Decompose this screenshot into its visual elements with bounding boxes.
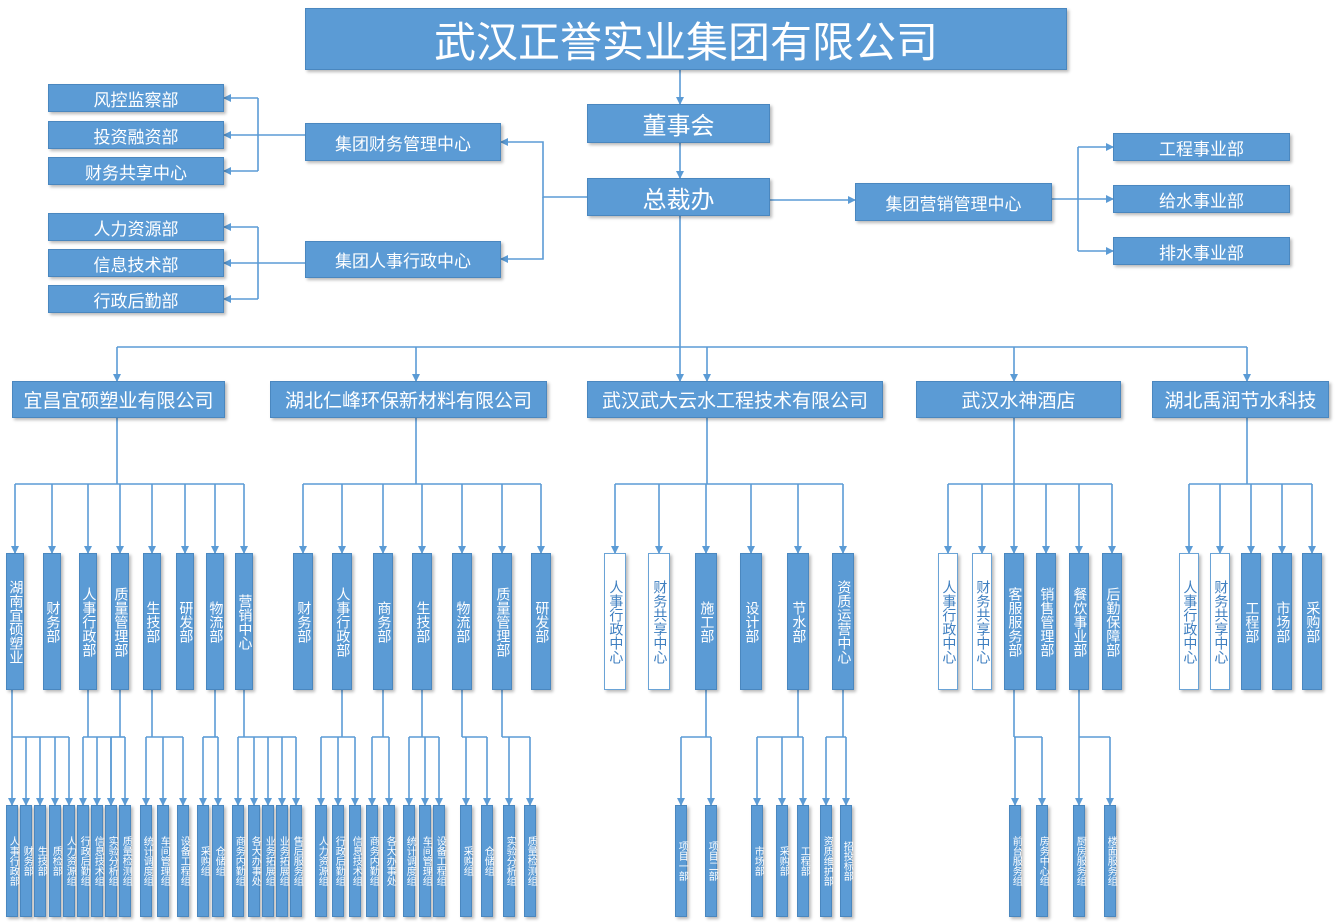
department-box: 设计部 (740, 553, 762, 690)
group-box: 行政后勤组 (332, 805, 344, 917)
group-box: 招投标部 (840, 805, 852, 917)
hr-dept-box: 人力资源部 (48, 213, 224, 241)
department-box: 销售管理部 (1036, 553, 1056, 690)
group-box: 项目一部 (675, 805, 687, 917)
department-box: 餐饮事业部 (1069, 553, 1089, 690)
group-box: 车间管理组 (157, 805, 169, 917)
department-box: 后勤保障部 (1102, 553, 1122, 690)
group-box: 商务内勤组 (366, 805, 378, 917)
group-box: 房务中心组 (1036, 805, 1048, 917)
group-box: 信息技术组 (91, 805, 103, 917)
department-box: 物流部 (206, 553, 224, 690)
department-box: 客服服务部 (1004, 553, 1024, 690)
group-box: 商务内勤组 (232, 805, 244, 917)
group-box: 质量检测组 (524, 805, 536, 917)
group-box: 质量检测组 (119, 805, 131, 917)
group-box: 采购组 (197, 805, 209, 917)
finance-center-box: 集团财务管理中心 (305, 123, 501, 161)
department-box: 人事行政中心 (938, 553, 958, 690)
marketing-dept-box: 工程事业部 (1113, 133, 1290, 161)
group-box: 市场部 (751, 805, 763, 917)
group-box: 前台服务组 (1009, 805, 1021, 917)
marketing-dept-box: 排水事业部 (1113, 237, 1290, 265)
department-box: 财务共享中心 (648, 553, 670, 690)
group-box: 行政后勤组 (77, 805, 89, 917)
department-box: 生技部 (412, 553, 432, 690)
group-box: 厨房服务组 (1073, 805, 1085, 917)
ceo-to-hr-line (500, 197, 544, 263)
subsidiary-box: 宜昌宜硕塑业有限公司 (12, 381, 225, 418)
department-box: 质量管理部 (111, 553, 129, 690)
department-box: 市场部 (1272, 553, 1292, 690)
department-box: 人事行政中心 (1179, 553, 1199, 690)
department-box: 采购部 (1302, 553, 1322, 690)
ceo-to-finance-line (500, 138, 587, 198)
department-box: 财务共享中心 (972, 553, 992, 690)
group-box: 采购组 (460, 805, 472, 917)
group-box: 各大办事处 (383, 805, 395, 917)
group-box: 财务部 (20, 805, 32, 917)
department-box: 人事行政部 (79, 553, 97, 690)
department-box: 研发部 (176, 553, 194, 690)
subsidiary-box: 湖北禹润节水科技 (1152, 381, 1329, 418)
group-box: 仓储组 (481, 805, 493, 917)
group-box: 人力资源组 (63, 805, 75, 917)
group-box: 业务拓展组 (262, 805, 274, 917)
subsidiary-box: 武汉水神酒店 (916, 381, 1121, 418)
group-box: 业务拓展组 (276, 805, 288, 917)
subsidiary-box: 湖北仁峰环保新材料有限公司 (270, 381, 547, 418)
group-box: 资质维护部 (820, 805, 832, 917)
department-box: 商务部 (373, 553, 393, 690)
department-box: 节水部 (787, 553, 809, 690)
department-box: 工程部 (1241, 553, 1261, 690)
hr-dept-box: 行政后勤部 (48, 285, 224, 313)
hr-center-box: 集团人事行政中心 (305, 241, 501, 278)
group-box: 项目二部 (705, 805, 717, 917)
group-box: 统计调度组 (403, 805, 415, 917)
group-box: 售后服务组 (290, 805, 302, 917)
department-box: 财务部 (43, 553, 61, 690)
group-box: 生技部 (34, 805, 46, 917)
department-box: 财务共享中心 (1210, 553, 1230, 690)
department-box: 资质运营中心 (832, 553, 854, 690)
department-box: 生技部 (143, 553, 161, 690)
group-box: 车间管理组 (419, 805, 431, 917)
group-box: 各大办事处 (248, 805, 260, 917)
department-box: 质量管理部 (492, 553, 512, 690)
finance-dept-box: 投资融资部 (48, 121, 224, 149)
marketing-center-box: 集团营销管理中心 (855, 183, 1052, 221)
department-box: 湖南宜硕塑业 (6, 553, 24, 690)
group-box: 实验分析组 (105, 805, 117, 917)
department-box: 人事行政部 (332, 553, 352, 690)
group-box: 信息技术组 (349, 805, 361, 917)
group-box: 楼面服务组 (1104, 805, 1116, 917)
group-box: 人事行政部 (6, 805, 18, 917)
department-box: 研发部 (531, 553, 551, 690)
group-box: 仓储组 (212, 805, 224, 917)
hr-dept-box: 信息技术部 (48, 249, 224, 277)
group-box: 采购部 (776, 805, 788, 917)
group-box: 质检部 (49, 805, 61, 917)
department-box: 物流部 (452, 553, 472, 690)
department-box: 施工部 (695, 553, 717, 690)
ceo-office-box: 总裁办 (587, 178, 770, 216)
department-box: 营销中心 (235, 553, 253, 690)
group-box: 人力资源组 (315, 805, 327, 917)
group-box: 设备工程组 (177, 805, 189, 917)
department-box: 财务部 (293, 553, 313, 690)
finance-dept-box: 风控监察部 (48, 84, 224, 112)
company-title-box: 武汉正誉实业集团有限公司 (305, 8, 1067, 70)
marketing-dept-box: 给水事业部 (1113, 185, 1290, 213)
group-box: 实验分析组 (503, 805, 515, 917)
group-box: 统计调度组 (140, 805, 152, 917)
board-box: 董事会 (587, 104, 770, 143)
finance-dept-box: 财务共享中心 (48, 157, 224, 185)
group-box: 设备工程组 (433, 805, 445, 917)
department-box: 人事行政中心 (604, 553, 626, 690)
group-box: 工程部 (797, 805, 809, 917)
subsidiary-box: 武汉武大云水工程技术有限公司 (587, 381, 883, 418)
